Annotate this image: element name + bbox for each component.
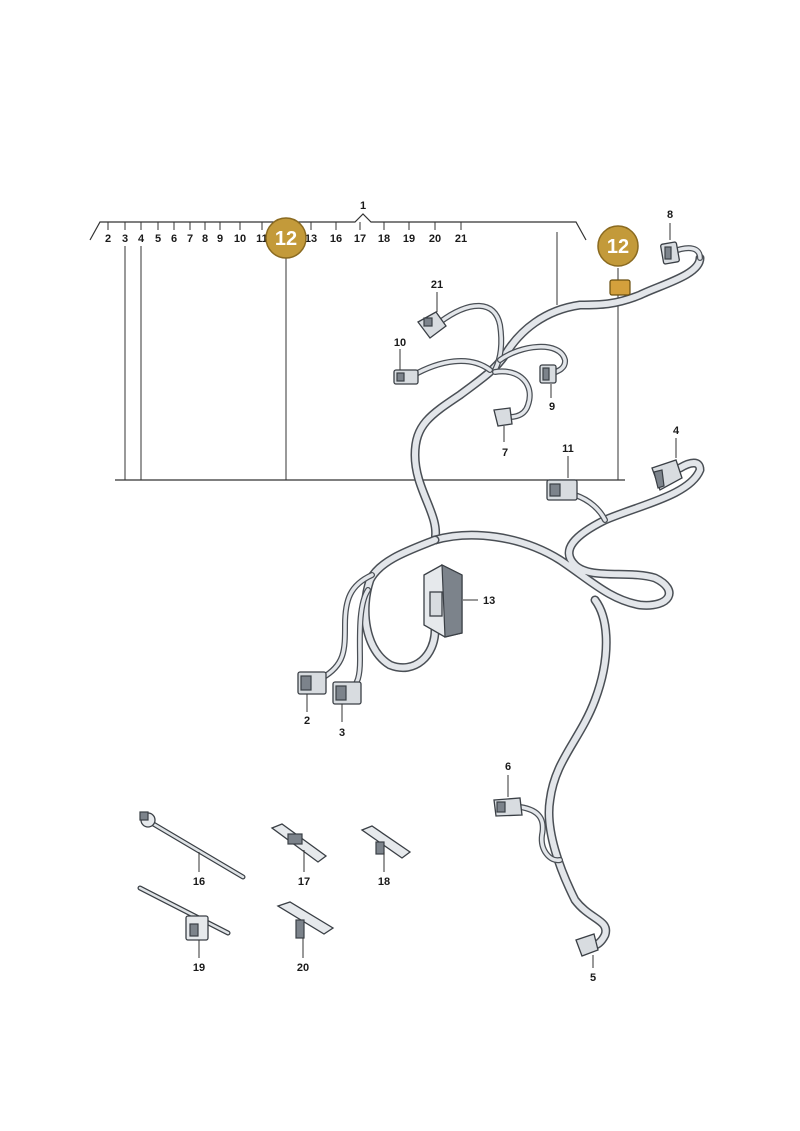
- part-20-clip: [276, 901, 335, 939]
- callout-9: 9: [549, 401, 555, 413]
- badge-12-left: 12: [265, 217, 307, 259]
- callout-3: 3: [339, 727, 345, 739]
- callout-13: 13: [483, 595, 495, 607]
- svg-text:12: 12: [275, 228, 297, 250]
- callout-10: 10: [394, 337, 406, 349]
- header-label: 9: [217, 233, 223, 245]
- header-label: 10: [234, 233, 246, 245]
- header-label: 7: [187, 233, 193, 245]
- connector-10: [393, 369, 419, 385]
- callout-18: 18: [378, 876, 390, 888]
- header-label: 8: [202, 233, 208, 245]
- connector-2: [297, 671, 327, 695]
- connector-3: [332, 681, 362, 705]
- header-label: 17: [354, 233, 366, 245]
- callout-16: 16: [193, 876, 205, 888]
- header-label: 5: [155, 233, 161, 245]
- callout-1: 1: [360, 200, 366, 212]
- part-16-cable-tie: [139, 811, 246, 880]
- callout-17: 17: [298, 876, 310, 888]
- svg-text:12: 12: [607, 236, 629, 258]
- header-label: 2: [105, 233, 111, 245]
- part-17-clip: [270, 823, 328, 863]
- connector-12-highlight: [609, 279, 631, 296]
- header-label: 19: [403, 233, 415, 245]
- callout-19: 19: [193, 962, 205, 974]
- callout-labels: 8 21 10 9 7 4 11 13 2 3 6 5 16 17 18 19 …: [193, 209, 680, 984]
- connector-13: [423, 564, 463, 638]
- callout-2: 2: [304, 715, 310, 727]
- connector-9: [539, 364, 557, 384]
- header-label: 11: [256, 233, 268, 245]
- header-label: 13: [305, 233, 317, 245]
- header-label: 16: [330, 233, 342, 245]
- part-18-clip: [360, 825, 412, 859]
- connector-4: [651, 459, 683, 491]
- badge-12-right: 12: [597, 225, 639, 267]
- callout-8: 8: [667, 209, 673, 221]
- callout-7: 7: [502, 447, 508, 459]
- connector-6: [493, 797, 523, 817]
- callout-21: 21: [431, 279, 443, 291]
- callout-6: 6: [505, 761, 511, 773]
- header-label: 6: [171, 233, 177, 245]
- upper-frame: [115, 232, 625, 481]
- callout-11: 11: [562, 443, 574, 455]
- header-label: 18: [378, 233, 390, 245]
- header-label: 20: [429, 233, 441, 245]
- connector-8: [660, 241, 680, 265]
- header-label: 4: [138, 233, 145, 245]
- header-label: 3: [122, 233, 128, 245]
- part-19-cable-tie: [137, 885, 231, 941]
- callout-5: 5: [590, 972, 596, 984]
- connector-5: [575, 933, 599, 957]
- callout-leaders: [198, 223, 677, 968]
- connector-11: [546, 479, 578, 501]
- callout-4: 4: [673, 425, 680, 437]
- connector-7: [493, 407, 513, 427]
- connector-21: [417, 311, 447, 339]
- header-label: 21: [455, 233, 467, 245]
- callout-20: 20: [297, 962, 309, 974]
